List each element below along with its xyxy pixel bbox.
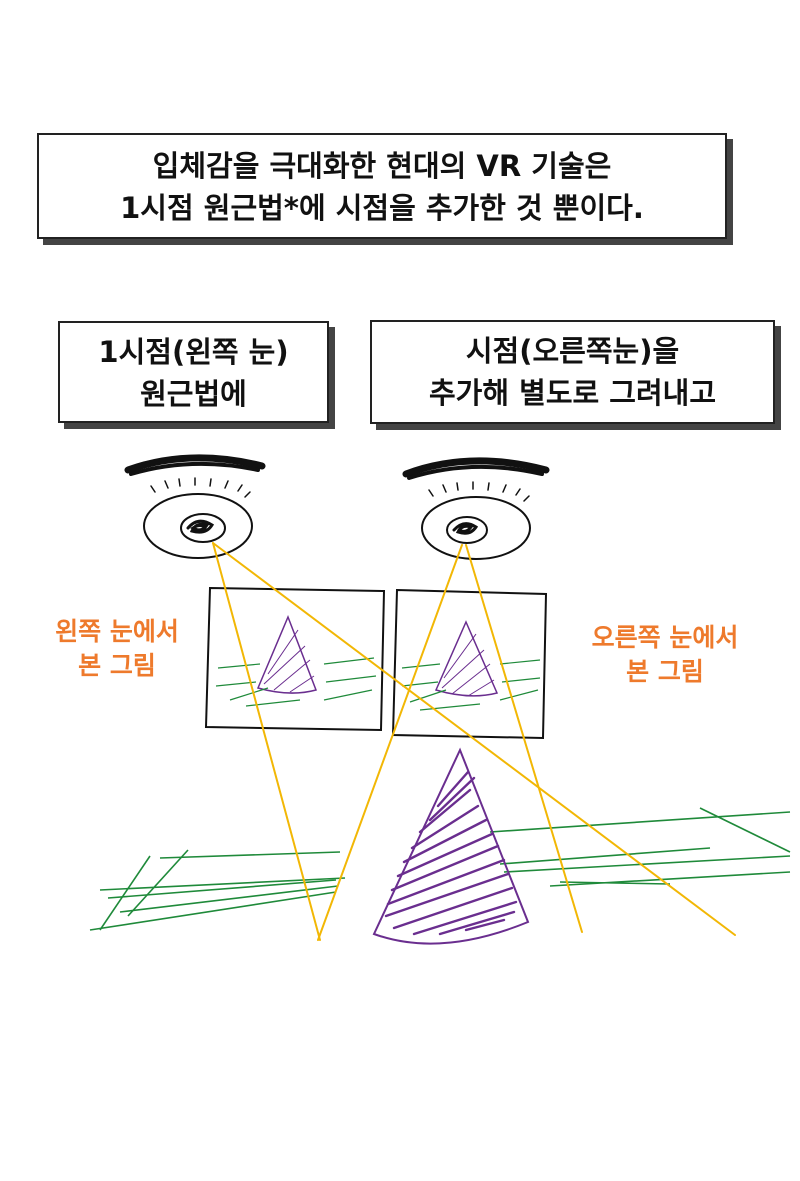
right-view-label-line-1: 오른쪽 눈에서 <box>591 623 739 652</box>
left-view-label: 왼쪽 눈에서 본 그림 <box>22 615 212 683</box>
caption-right-line-1: 시점(오른쪽눈)을 <box>465 334 680 368</box>
caption-top-line-1: 입체감을 극대화한 현대의 VR 기술은 <box>152 149 612 183</box>
ground-lines <box>89 807 791 931</box>
right-view-label-line-2: 본 그림 <box>626 657 704 686</box>
caption-left-line-1: 1시점(왼쪽 눈) <box>98 335 289 369</box>
left-view-label-line-1: 왼쪽 눈에서 <box>55 617 179 646</box>
right-eye-view-frame <box>391 588 548 740</box>
sightlines <box>212 542 736 941</box>
right-view-label: 오른쪽 눈에서 본 그림 <box>560 621 770 689</box>
caption-box-top: 입체감을 극대화한 현대의 VR 기술은 1시점 원근법*에 시점을 추가한 것… <box>37 133 727 239</box>
right-eye-icon <box>402 457 550 560</box>
caption-box-right: 시점(오른쪽눈)을 추가해 별도로 그려내고 <box>370 320 775 424</box>
caption-box-left: 1시점(왼쪽 눈) 원근법에 <box>58 321 329 423</box>
caption-left-line-2: 원근법에 <box>140 377 247 411</box>
left-eye-icon <box>124 454 266 559</box>
caption-right-line-2: 추가해 별도로 그려내고 <box>429 376 716 410</box>
cone-object <box>372 747 530 945</box>
left-eye-view-frame <box>204 586 386 732</box>
caption-top-line-2: 1시점 원근법*에 시점을 추가한 것 뿐이다. <box>120 191 644 225</box>
left-view-label-line-2: 본 그림 <box>78 651 156 680</box>
